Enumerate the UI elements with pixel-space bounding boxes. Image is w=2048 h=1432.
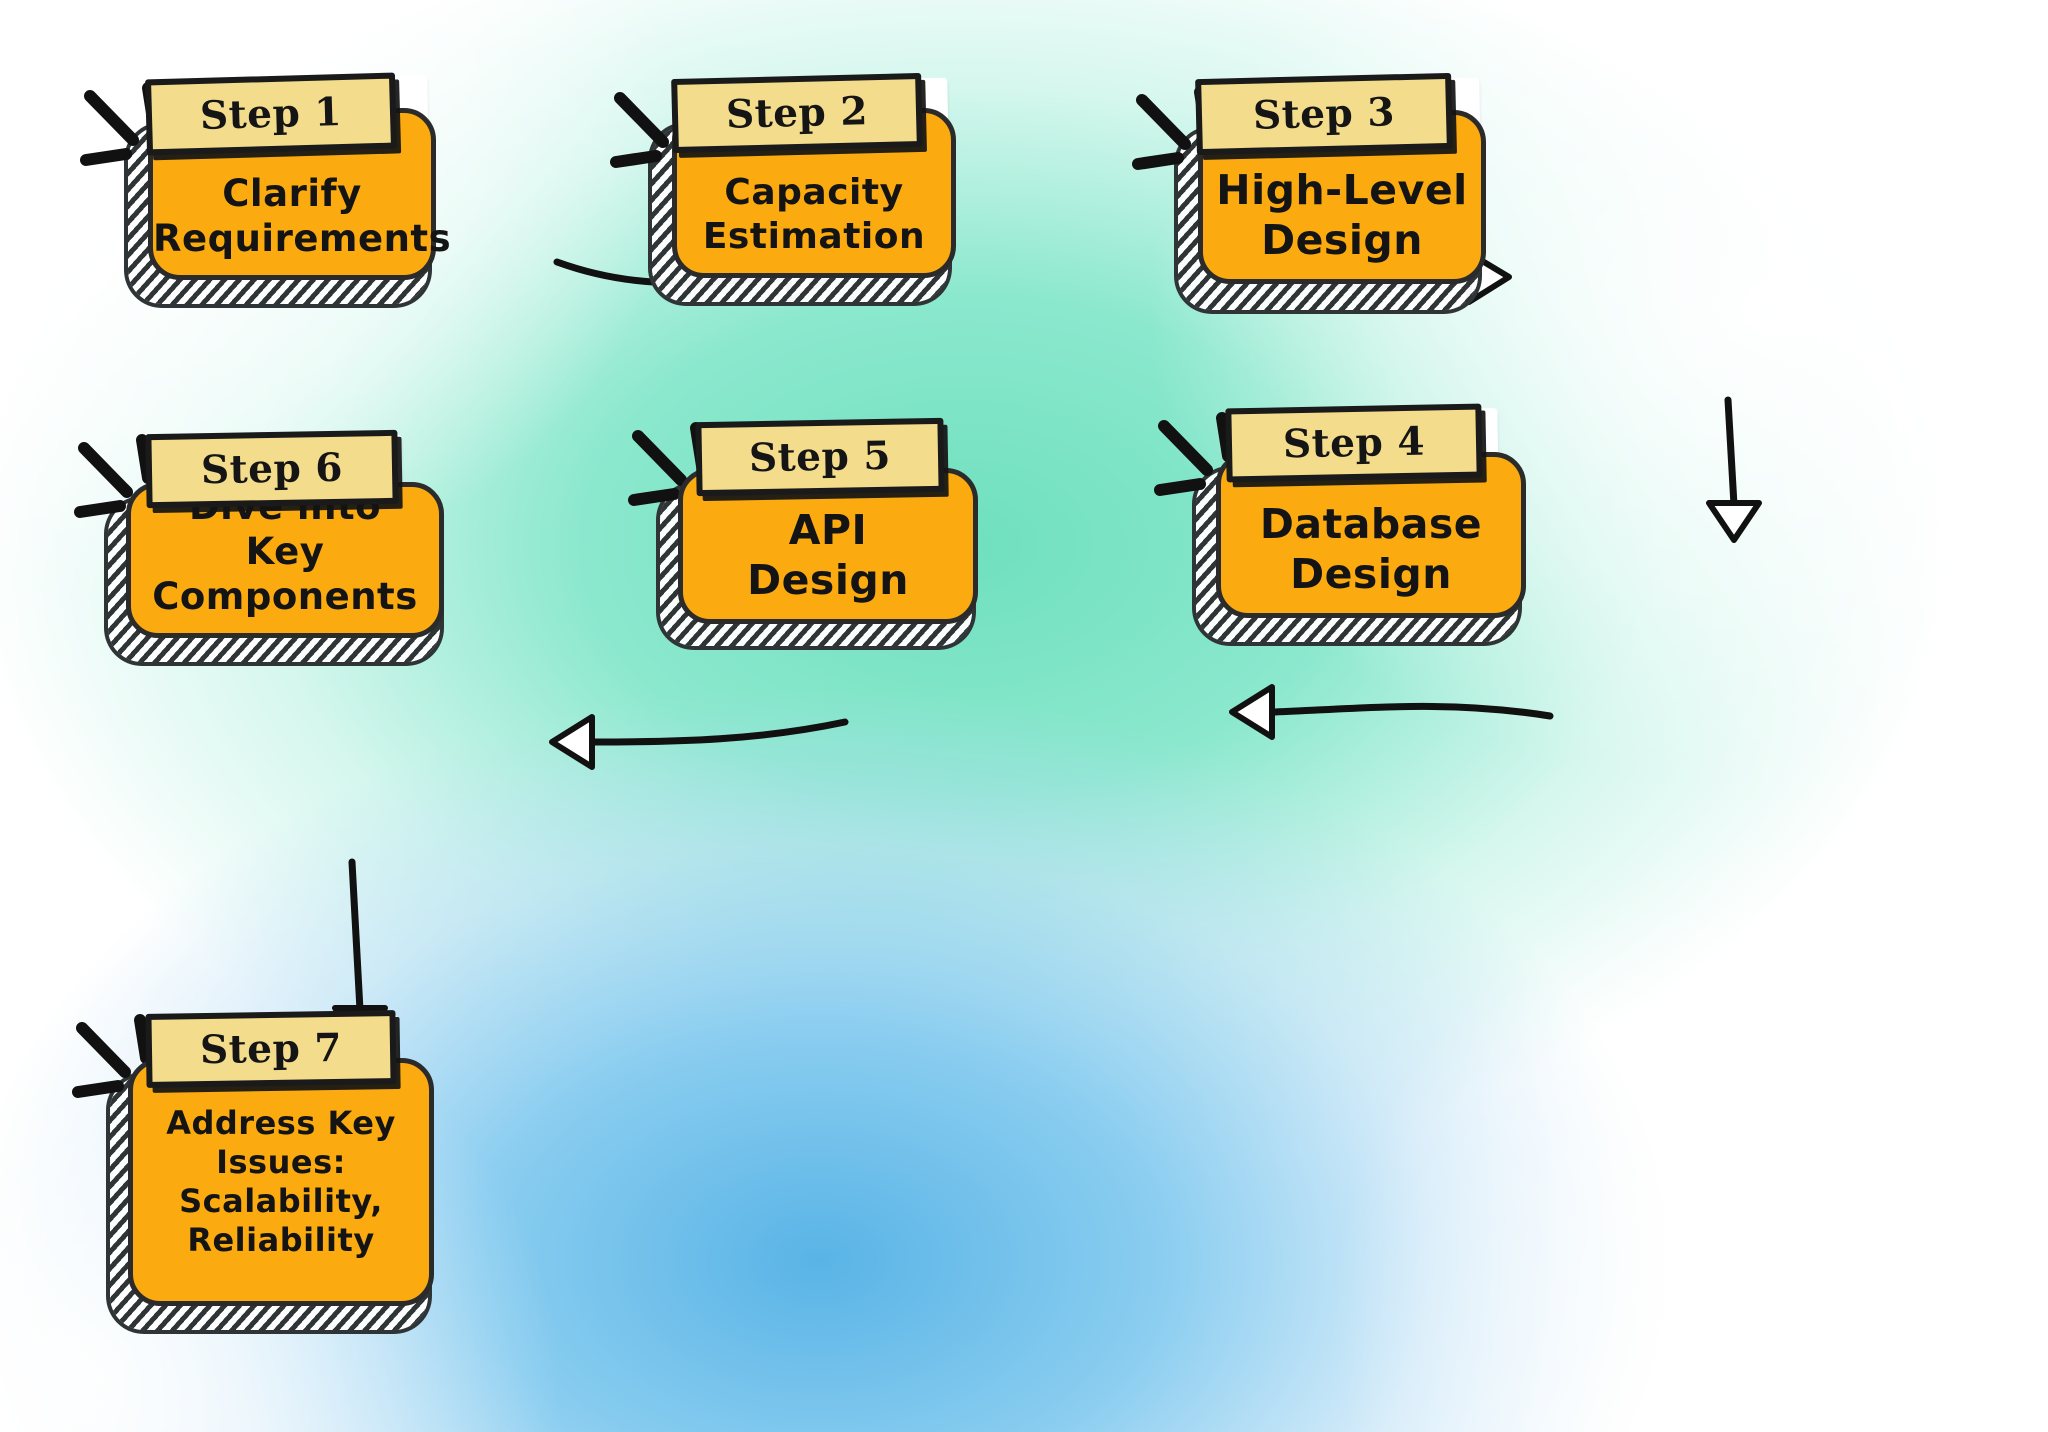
- node-body-step4: Database Design: [1259, 499, 1483, 598]
- node-label-step4: Step 4: [1282, 418, 1426, 468]
- node-label-step3: Step 3: [1252, 89, 1396, 139]
- node-body-step5: API Design: [747, 505, 909, 604]
- node-body-step7: Address Key Issues: Scalability, Reliabi…: [166, 1103, 396, 1260]
- node-label-step7: Step 7: [199, 1024, 343, 1074]
- node-body-step1: Clarify Requirements: [153, 171, 452, 260]
- node-body-step2: Capacity Estimation: [702, 172, 926, 258]
- node-label-step1: Step 1: [199, 89, 343, 139]
- node-label-step2: Step 2: [725, 88, 869, 138]
- node-label-step5: Step 5: [748, 432, 892, 482]
- node-body-step3: High-Level Design: [1216, 165, 1468, 264]
- node-label-step6: Step 6: [200, 444, 344, 494]
